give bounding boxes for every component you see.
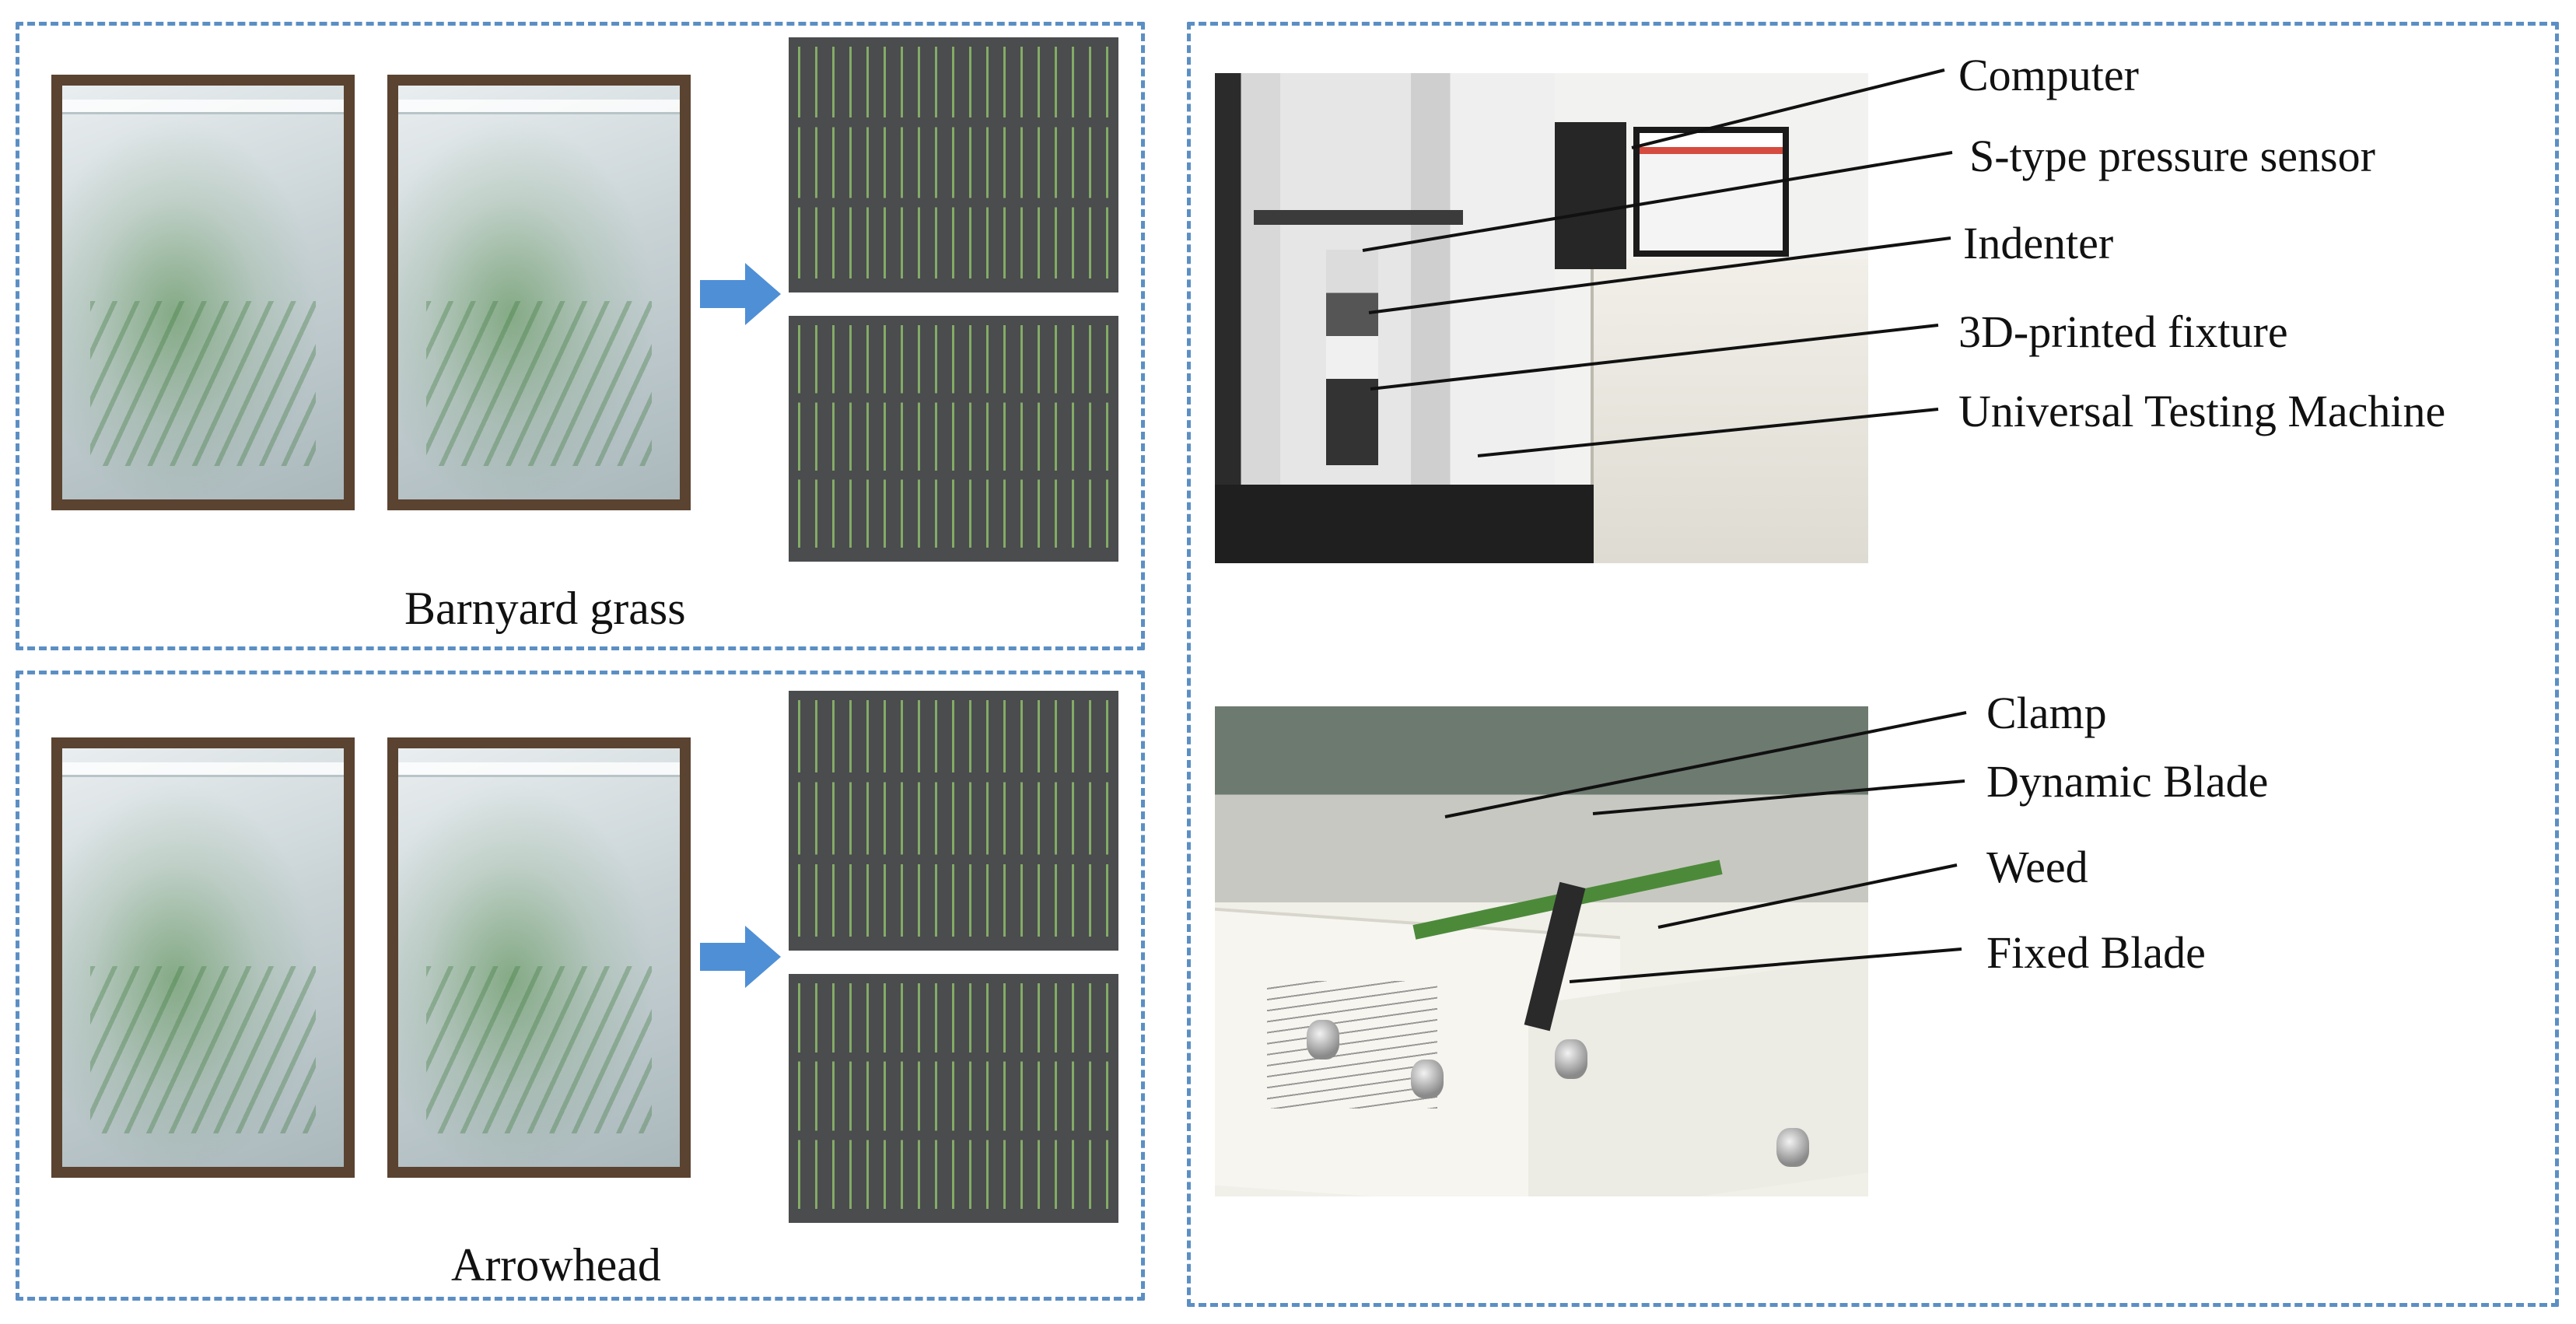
- cutting-device-photo: [1215, 706, 1868, 1196]
- bolt: [1776, 1127, 1810, 1168]
- arrowhead-panel: [16, 671, 1145, 1301]
- arrowhead-arrow-icon: [700, 926, 781, 988]
- arrowhead-seedlings-photo-2: [789, 974, 1118, 1223]
- label-3d-printed-fixture: 3D-printed fixture: [1958, 306, 2288, 357]
- bolt: [1306, 1020, 1339, 1060]
- barnyard-seedlings-photo-1: [789, 37, 1118, 292]
- label-universal-testing-machine: Universal Testing Machine: [1958, 386, 2446, 436]
- cabinet: [1591, 259, 1868, 563]
- computer-tower: [1554, 122, 1627, 269]
- scale-lines: [1267, 980, 1437, 1109]
- arrowhead-bag-photo-1: [51, 737, 355, 1178]
- barnyard-bag-photo-2: [387, 75, 691, 510]
- equipment-panel: [1187, 22, 2559, 1307]
- computer-monitor: [1633, 127, 1790, 257]
- barnyard-seedlings-photo-2: [789, 316, 1118, 562]
- arrowhead-caption: Arrowhead: [451, 1239, 661, 1291]
- testing-machine-photo: [1215, 73, 1868, 563]
- machine-base: [1215, 485, 1594, 563]
- arrowhead-bag-photo-2: [387, 737, 691, 1178]
- arrowhead-seedlings-photo-1: [789, 691, 1118, 951]
- label-clamp: Clamp: [1986, 688, 2107, 738]
- label-fixed-blade: Fixed Blade: [1986, 927, 2206, 978]
- barnyard-arrow-icon: [700, 263, 781, 325]
- label-s-type-pressure-sensor: S-type pressure sensor: [1969, 131, 2375, 181]
- bolt: [1554, 1039, 1587, 1079]
- barnyard-caption: Barnyard grass: [404, 583, 686, 634]
- label-weed: Weed: [1986, 842, 2088, 892]
- barnyard-bag-photo-1: [51, 75, 355, 510]
- crosshead: [1254, 210, 1464, 226]
- bolt: [1411, 1059, 1444, 1098]
- label-dynamic-blade: Dynamic Blade: [1986, 756, 2269, 807]
- label-indenter: Indenter: [1963, 218, 2114, 268]
- label-computer: Computer: [1958, 50, 2139, 100]
- barnyard-panel: [16, 22, 1145, 650]
- fixture-assembly: [1325, 249, 1378, 465]
